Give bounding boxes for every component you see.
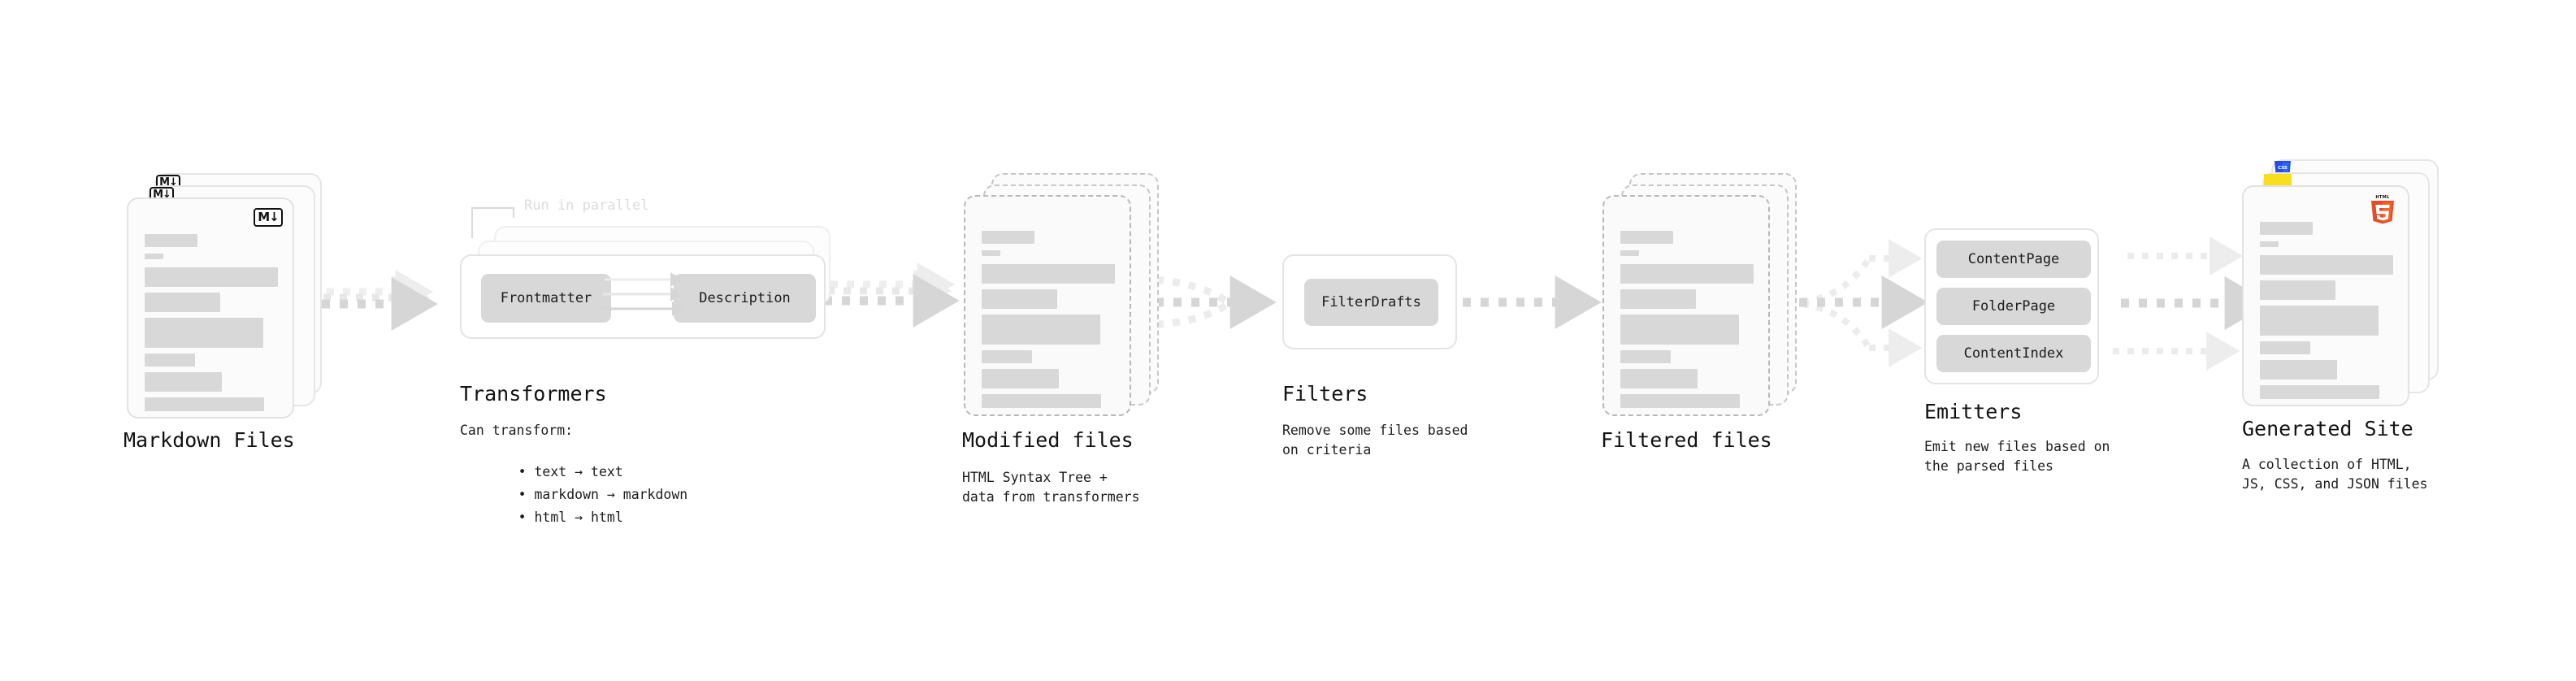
- stage-title-transformers: Transformers: [460, 382, 607, 406]
- stage-title-filters: Filters: [1282, 382, 1368, 406]
- arrow-transformers-to-modified: [824, 262, 960, 327]
- skeleton-bar: [2260, 280, 2335, 300]
- skeleton-bar: [2260, 341, 2310, 354]
- skeleton-bar: [982, 264, 1115, 284]
- svg-text:CSS: CSS: [2278, 166, 2288, 171]
- chip-filterdrafts[interactable]: FilterDrafts: [1304, 279, 1438, 326]
- generated-file-card[interactable]: HTML: [2242, 185, 2409, 406]
- skeleton-bar: [145, 267, 278, 287]
- skeleton-bar: [2260, 385, 2379, 399]
- skeleton-bar: [982, 314, 1100, 345]
- bullet-text: text → text: [534, 463, 623, 479]
- transformer-box[interactable]: Frontmatter Description: [460, 254, 826, 339]
- skeleton-bar: [1620, 350, 1671, 363]
- skeleton-bar: [1620, 289, 1696, 309]
- stage-title-emitters: Emitters: [1924, 400, 2023, 423]
- chip-contentpage[interactable]: ContentPage: [1936, 241, 2091, 278]
- arrow-emitters-to-site: [2113, 236, 2271, 371]
- markdown-badge: M↓: [254, 208, 283, 227]
- skeleton-bar: [982, 350, 1032, 363]
- filters-subtitle: Remove some files based on criteria: [1282, 423, 1468, 458]
- skeleton-bar: [2260, 241, 2279, 247]
- skeleton-bar: [1620, 369, 1698, 388]
- bullet-text: html → html: [534, 509, 623, 525]
- skeleton-bar: [1620, 394, 1740, 408]
- transformers-bullet-2: • html → html: [470, 488, 623, 547]
- stage-title-generated-site: Generated Site: [2242, 417, 2413, 440]
- modified-file-card[interactable]: [964, 195, 1131, 416]
- skeleton-bar: [2260, 360, 2337, 380]
- skeleton-bar: [145, 293, 220, 312]
- emitters-subtitle: Emit new files based on the parsed files: [1924, 439, 2110, 474]
- skeleton-bar: [145, 318, 263, 348]
- chip-frontmatter[interactable]: Frontmatter: [481, 274, 611, 323]
- transformers-bullet-1: • markdown → markdown: [470, 466, 688, 524]
- bullet-dot: •: [518, 509, 535, 525]
- transformers-subtitle: Can transform:: [460, 423, 574, 438]
- html5-badge: HTML: [2371, 195, 2394, 224]
- svg-text:HTML: HTML: [2375, 195, 2390, 200]
- skeleton-bar: [982, 231, 1034, 244]
- modified-files-subtitle: HTML Syntax Tree + data from transformer…: [962, 470, 1140, 505]
- skeleton-bar: [1620, 231, 1673, 244]
- skeleton-bar: [145, 254, 163, 259]
- skeleton-bar: [2260, 255, 2393, 275]
- skeleton-bar: [2260, 306, 2379, 336]
- filters-box[interactable]: FilterDrafts: [1282, 254, 1457, 349]
- stage-title-filtered-files: Filtered files: [1601, 428, 1772, 452]
- skeleton-bar: [1620, 250, 1639, 256]
- skeleton-bar: [982, 369, 1059, 388]
- generated-site-subtitle: A collection of HTML, JS, CSS, and JSON …: [2242, 457, 2428, 492]
- skeleton-bar: [1620, 264, 1754, 284]
- transformers-bullet-0: • text → text: [470, 443, 623, 501]
- arrow-filtered-to-emitters: [1781, 239, 1928, 367]
- run-in-parallel-label: Run in parallel: [524, 197, 649, 214]
- skeleton-bar: [982, 289, 1057, 309]
- chip-description[interactable]: Description: [674, 274, 816, 323]
- skeleton-bar: [145, 372, 222, 392]
- skeleton-bar: [145, 397, 264, 411]
- emitters-box[interactable]: ContentPage FolderPage ContentIndex: [1924, 228, 2099, 384]
- bullet-text: markdown → markdown: [534, 486, 688, 502]
- skeleton-bar: [145, 354, 195, 367]
- stage-title-markdown-files: Markdown Files: [124, 428, 295, 452]
- skeleton-bar: [982, 250, 1000, 256]
- bullet-dot: •: [518, 463, 535, 479]
- transformer-inner-arrows: [601, 272, 685, 316]
- skeleton-bar: [982, 394, 1101, 408]
- filtered-file-card[interactable]: [1602, 195, 1770, 416]
- chip-contentindex[interactable]: ContentIndex: [1936, 335, 2091, 372]
- skeleton-bar: [145, 234, 197, 247]
- skeleton-bar: [1620, 314, 1739, 345]
- skeleton-bar: [2260, 222, 2313, 235]
- bullet-dot: •: [518, 486, 535, 502]
- markdown-file-card[interactable]: M↓: [127, 197, 294, 419]
- stage-title-modified-files: Modified files: [962, 428, 1134, 452]
- js-badge: [2264, 174, 2292, 187]
- chip-folderpage[interactable]: FolderPage: [1936, 288, 2091, 325]
